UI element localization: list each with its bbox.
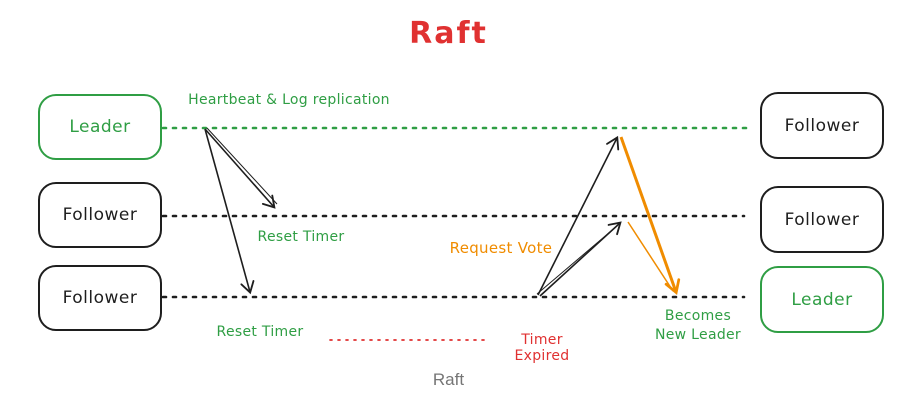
node-follower-left-1: Follower — [38, 182, 162, 248]
node-label: Leader — [69, 117, 131, 137]
node-label: Follower — [62, 288, 138, 308]
node-follower-right-2: Follower — [760, 186, 884, 253]
node-follower-right-1: Follower — [760, 92, 884, 159]
node-label: Follower — [62, 205, 138, 225]
diagram-title: Raft — [409, 16, 488, 51]
reset-timer-label-2: Reset Timer — [216, 324, 304, 340]
node-follower-left-2: Follower — [38, 265, 162, 331]
node-label: Follower — [784, 115, 860, 136]
node-leader-left: Leader — [38, 94, 162, 160]
request-vote-sketch-stroke — [536, 225, 618, 295]
heartbeat-arrow-sketch-stroke — [206, 127, 278, 205]
vote-arrow-from-mid-follower — [627, 221, 674, 292]
reset-timer-label-1: Reset Timer — [257, 229, 345, 245]
request-vote-arrow-to-follower-top — [537, 135, 620, 296]
heartbeat-label: Heartbeat & Log replication — [188, 92, 390, 108]
node-label: Leader — [791, 289, 853, 310]
timer-expired-label: Timer Expired — [514, 332, 570, 364]
node-label: Follower — [784, 209, 860, 230]
becomes-new-leader-label: Becomes New Leader — [655, 308, 741, 343]
heartbeat-arrow-to-follower2 — [204, 128, 255, 295]
heartbeat-arrow-to-follower1 — [204, 128, 276, 209]
diagram-caption: Raft — [432, 370, 465, 389]
node-leader-right: Leader — [760, 266, 884, 333]
vote-arrow-from-top-follower — [619, 136, 681, 296]
request-vote-label: Request Vote — [449, 239, 553, 257]
